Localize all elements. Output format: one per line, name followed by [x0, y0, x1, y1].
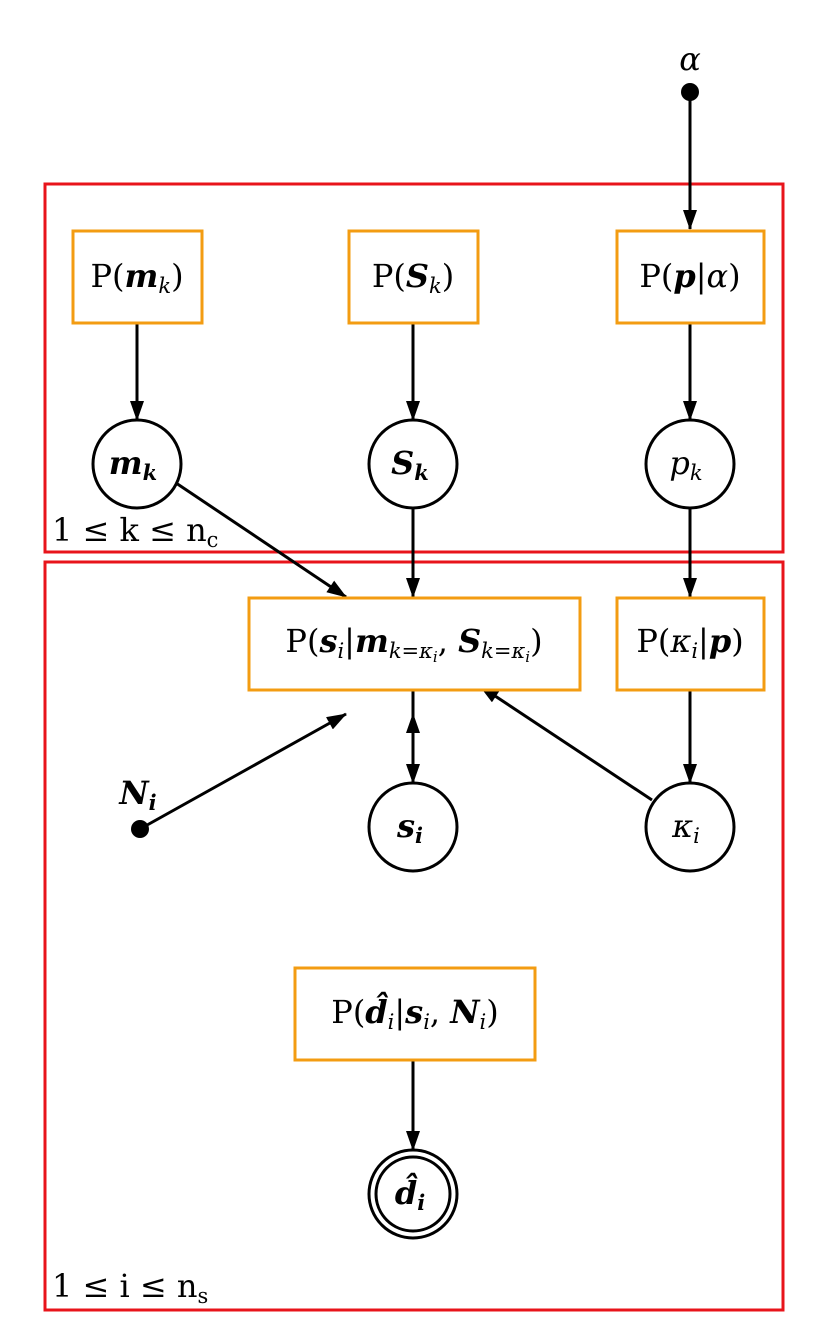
node-weight-label: pk	[669, 444, 702, 485]
factor-sample-likelihood	[247, 596, 582, 692]
node-mean-label: mk	[109, 444, 157, 485]
noise-dot	[131, 820, 149, 838]
alpha-dot	[681, 83, 699, 101]
sample-plate-label: 1 ≤ i ≤ ns	[52, 1267, 208, 1308]
factor-sample-likelihood-label: P(si|mk=κi, Sk=κi)	[285, 622, 542, 666]
factor-prior-covariance	[347, 229, 480, 325]
node-observed-label: d̂i	[395, 1172, 425, 1215]
noise-label: Ni	[118, 774, 156, 815]
factor-prior-weights	[615, 229, 766, 325]
node-weight	[644, 418, 736, 510]
edge-m-to-ps	[175, 481, 347, 599]
factor-observation	[293, 966, 537, 1062]
factor-assignment	[615, 596, 766, 692]
edge-N-to-pd	[139, 712, 347, 831]
factor-observation-label: P(d̂i|si, Ni)	[331, 991, 498, 1034]
edge-kappa-to-ps	[479, 684, 653, 802]
alpha-label: α	[679, 40, 701, 78]
cluster-plate-label: 1 ≤ k ≤ nc	[52, 511, 218, 552]
factor-prior-covariance-label: P(Sk)	[372, 257, 454, 298]
node-observed-inner	[374, 1155, 452, 1233]
factor-assignment-label: P(κi|p)	[636, 622, 743, 663]
factor-prior-weights-label: P(p|α)	[639, 257, 740, 295]
node-assignment	[644, 781, 736, 873]
node-sample	[367, 781, 459, 873]
node-covariance	[367, 418, 459, 510]
node-covariance-label: Sk	[391, 444, 429, 485]
node-mean	[91, 418, 183, 510]
factor-prior-mean	[71, 229, 204, 325]
factor-prior-mean-label: P(mk)	[90, 257, 183, 298]
node-assignment-label: κi	[671, 807, 700, 848]
node-sample-label: si	[396, 807, 423, 848]
